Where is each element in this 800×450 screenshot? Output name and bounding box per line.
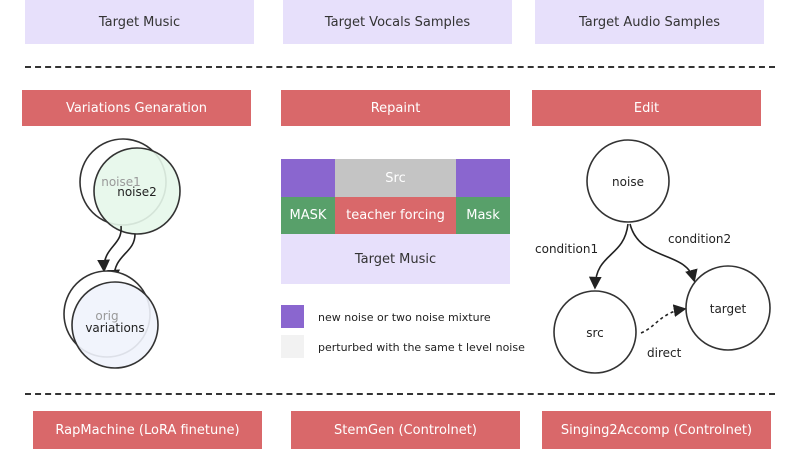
variations-title: Variations Genaration <box>65 100 208 116</box>
repaint-title: Repaint <box>370 100 421 116</box>
variations-header: Variations Genaration <box>22 90 251 126</box>
variation-arrow-1 <box>97 225 122 273</box>
noise1-label: noise1 <box>101 175 141 189</box>
target-vocals-box: Target Vocals Samples <box>283 0 512 44</box>
repaint-mask-right: Mask <box>456 197 510 234</box>
repaint-src-cell: Src <box>335 159 456 197</box>
edit-header: Edit <box>532 90 761 126</box>
repaint-target-music-label: Target Music <box>354 251 437 267</box>
condition1-arrow <box>588 223 629 290</box>
legend-swatch-purple <box>281 305 304 328</box>
direct-label: direct <box>647 346 682 360</box>
top-divider <box>25 66 775 68</box>
target-music-label: Target Music <box>98 14 181 30</box>
orig-label: orig <box>95 309 118 323</box>
repaint-purple-right <box>456 159 510 197</box>
singing2accomp-label: Singing2Accomp (Controlnet) <box>560 422 753 438</box>
condition1-label: condition1 <box>535 242 598 256</box>
repaint-teacher-forcing: teacher forcing <box>335 197 456 234</box>
variations-label: variations <box>85 321 144 335</box>
bottom-divider <box>25 393 775 395</box>
edit-target-label: target <box>710 302 747 316</box>
rapmachine-box: RapMachine (LoRA finetune) <box>33 411 262 449</box>
mask-left-label: MASK <box>289 208 327 223</box>
edit-src-circle <box>553 290 637 374</box>
edit-noise-circle <box>586 139 670 223</box>
legend-swatch-gray <box>281 335 304 358</box>
repaint-header: Repaint <box>281 90 510 126</box>
condition2-arrow <box>629 223 698 283</box>
target-audio-label: Target Audio Samples <box>579 14 720 30</box>
variations-circle <box>71 281 159 369</box>
stemgen-label: StemGen (Controlnet) <box>334 422 477 438</box>
stemgen-box: StemGen (Controlnet) <box>291 411 520 449</box>
mask-right-label: Mask <box>466 208 500 223</box>
rapmachine-label: RapMachine (LoRA finetune) <box>55 422 240 438</box>
legend-label-purple: new noise or two noise mixture <box>318 311 491 324</box>
legend-label-gray: perturbed with the same t level noise <box>318 341 525 354</box>
target-audio-box: Target Audio Samples <box>535 0 764 44</box>
repaint-mask-left: MASK <box>281 197 335 234</box>
target-music-box: Target Music <box>25 0 254 44</box>
noise2-label: noise2 <box>117 185 157 199</box>
repaint-src-label: Src <box>385 170 406 186</box>
condition2-label: condition2 <box>668 232 731 246</box>
repaint-purple-left <box>281 159 335 197</box>
direct-arrow <box>640 304 687 334</box>
edit-src-label: src <box>586 326 604 340</box>
edit-title: Edit <box>633 100 660 116</box>
repaint-target-music: Target Music <box>281 234 510 284</box>
edit-noise-label: noise <box>612 175 644 189</box>
teacher-forcing-label: teacher forcing <box>346 208 445 223</box>
singing2accomp-box: Singing2Accomp (Controlnet) <box>542 411 771 449</box>
noise2-circle <box>93 147 181 235</box>
target-vocals-label: Target Vocals Samples <box>324 14 471 30</box>
